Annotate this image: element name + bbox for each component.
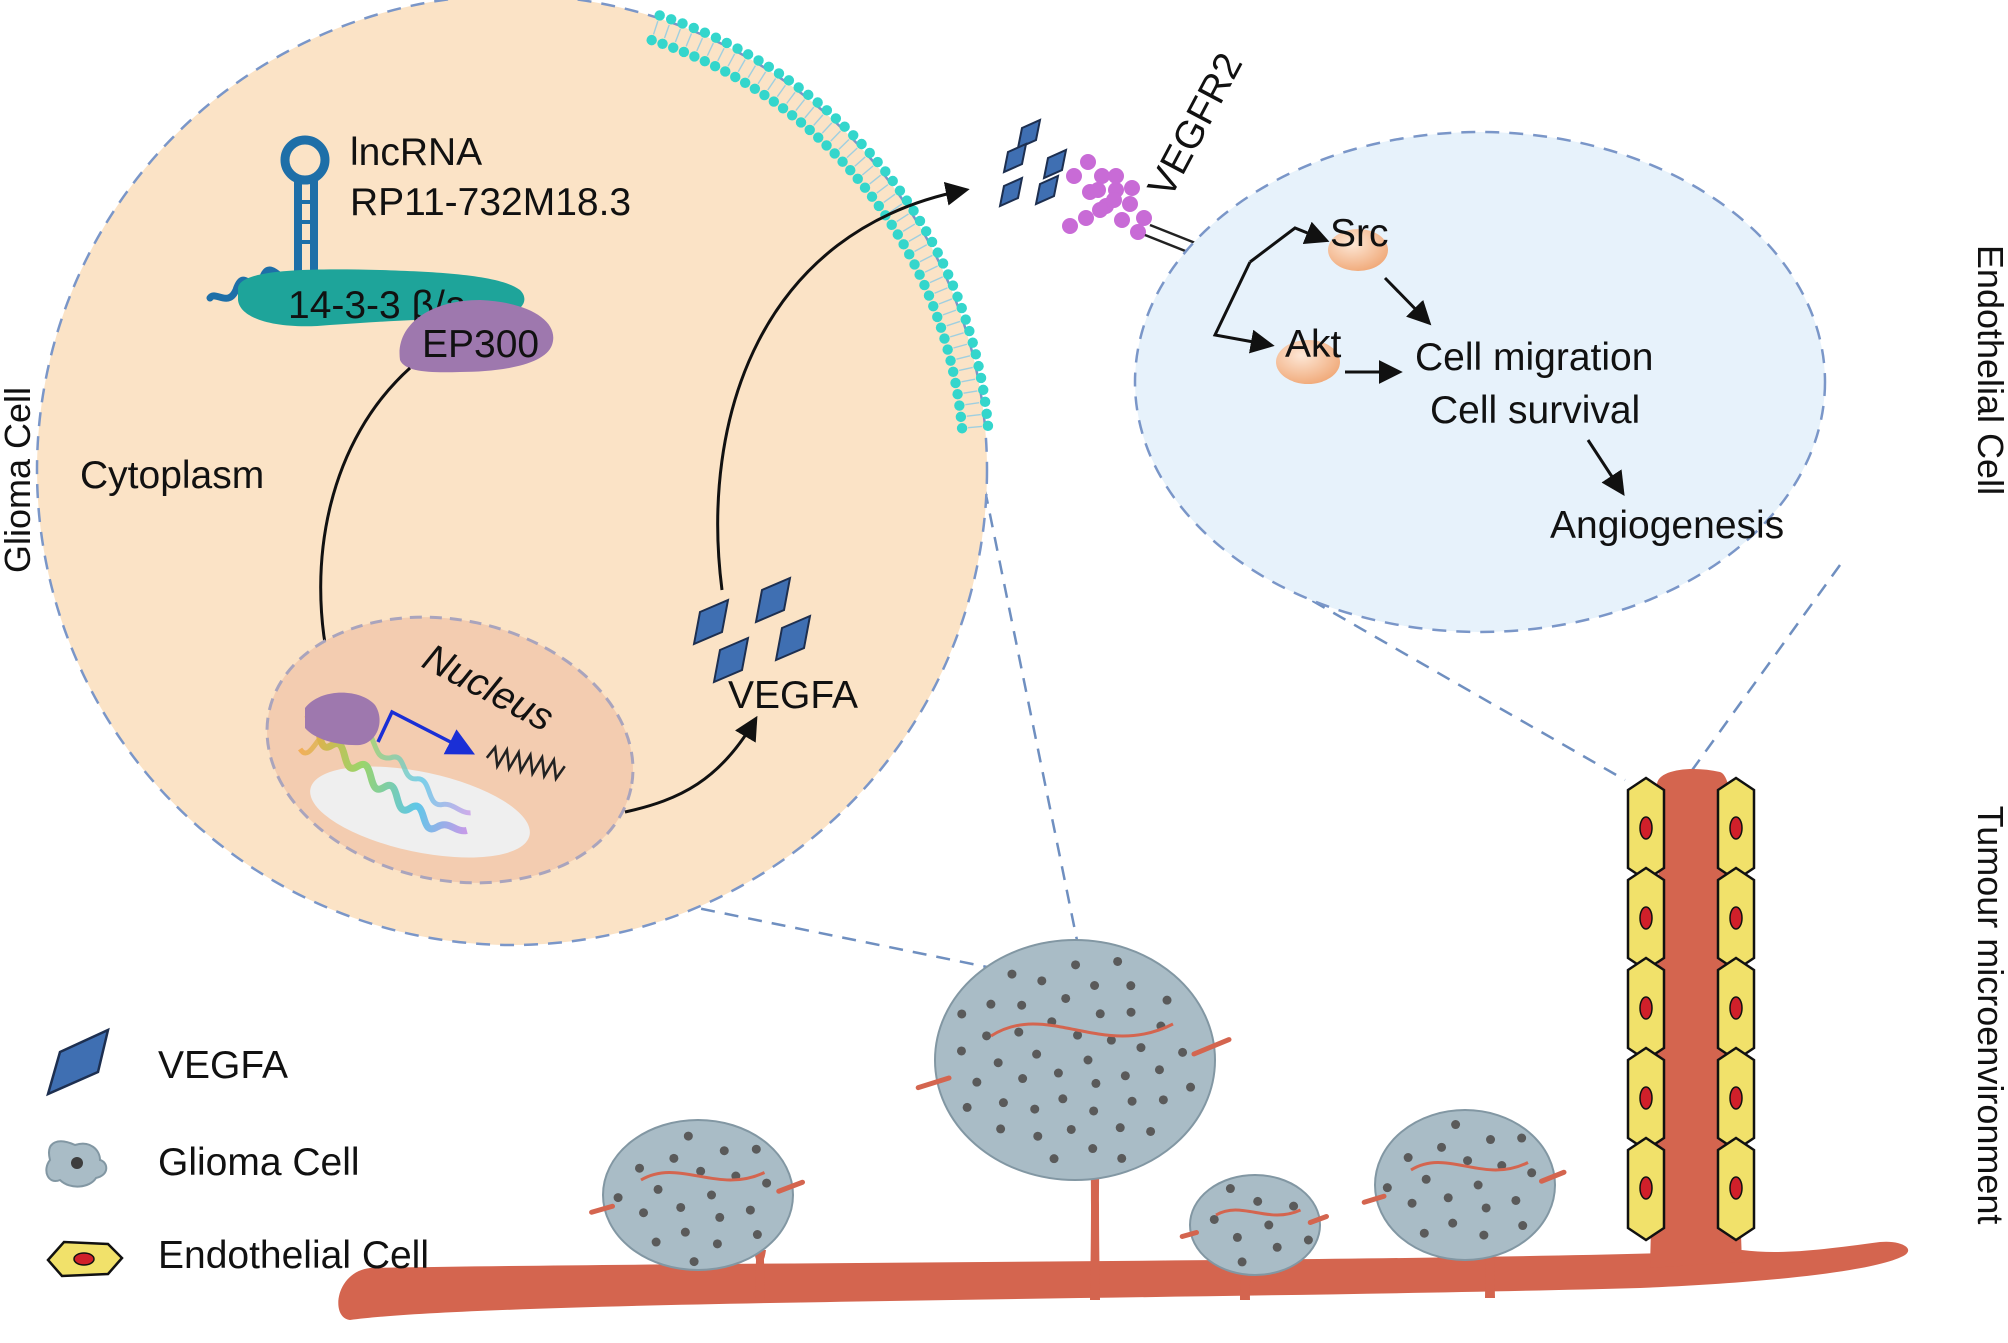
main-blood-vessel	[338, 1241, 1909, 1320]
src-to-migration-arrow	[1383, 276, 1432, 326]
vegfa-secretion-arrow	[716, 181, 970, 591]
survival-to-angiogenesis-arrow	[1586, 439, 1625, 497]
ep300-shape	[399, 300, 554, 373]
legend-glioma-cell-label: Glioma Cell	[158, 1141, 360, 1184]
glioma-cell-side-label: Glioma Cell	[0, 387, 38, 573]
cell-survival-label: Cell survival	[1430, 389, 1640, 432]
cell-migration-label: Cell migration	[1415, 336, 1653, 379]
lncrna-id-label: RP11-732M18.3	[350, 181, 631, 224]
akt-label: Akt	[1285, 323, 1342, 366]
nucleus: Nucleus	[265, 615, 635, 885]
cytoplasm-label: Cytoplasm	[80, 454, 264, 497]
vegfa-label: VEGFA	[728, 674, 858, 717]
glioma-cell: lncRNA RP11-732M18.3 14-3-3 β/a EP300 Cy…	[35, 0, 994, 947]
vegfa-cluster-icon	[692, 576, 812, 684]
lncrna-label: lncRNA	[350, 131, 482, 174]
tumour-microenvironment	[338, 769, 1909, 1320]
endothelial-cell-side-label: Endothelial Cell	[1970, 245, 2008, 495]
legend-endothelial-cell-label: Endothelial Cell	[158, 1234, 429, 1277]
akt-kinase-icon	[1276, 340, 1340, 384]
tumour-microenvironment-side-label: Tumour microenvironment	[1970, 806, 2008, 1225]
transcription-arrow	[376, 709, 475, 755]
legend-vegfa-icon	[46, 1027, 110, 1097]
legend-vegfa-label: VEGFA	[158, 1044, 288, 1087]
cell-membrane	[646, 10, 994, 434]
receptor-to-akt-arrow	[1212, 261, 1275, 354]
legend: VEGFA Glioma Cell Endothelial Cell	[45, 1027, 429, 1278]
vegfr2-label: VEGFR2	[1140, 46, 1251, 204]
src-kinase-icon	[1328, 229, 1388, 271]
ep300-nuclear-shape	[305, 692, 380, 746]
ep300-to-nucleus-arrow	[314, 366, 412, 675]
endothelial-cell: Src Akt Cell migration Cell survival Ang…	[1133, 130, 1827, 634]
src-label: Src	[1330, 212, 1389, 255]
extracellular-vegfa-icons	[998, 118, 1068, 208]
nucleus-to-vegfa-arrow	[624, 715, 758, 814]
receptor-branch-arrows	[1249, 221, 1330, 264]
ep300-label: EP300	[422, 323, 539, 366]
mrna-icon	[485, 744, 566, 783]
tumour-clusters	[589, 939, 1567, 1300]
endothelial-cell-wall	[1626, 776, 1756, 1242]
angiogenesis-label: Angiogenesis	[1550, 504, 1784, 547]
